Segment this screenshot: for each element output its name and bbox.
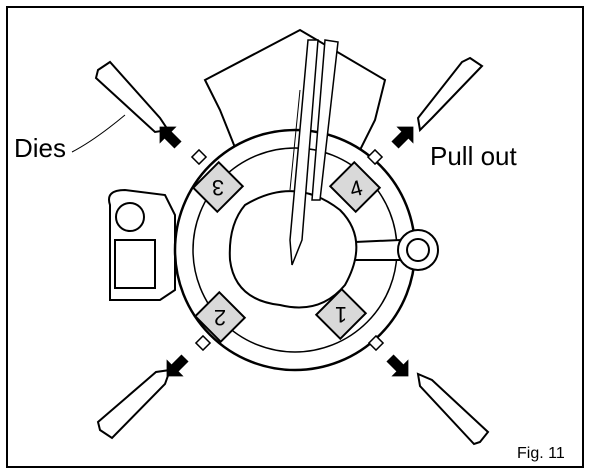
die-slot-3: 3 bbox=[191, 160, 245, 214]
die-piece-bottom-left bbox=[96, 368, 172, 440]
right-knob-arm bbox=[354, 238, 401, 261]
die-number-3: 3 bbox=[212, 175, 224, 200]
notch-top-left bbox=[190, 148, 208, 166]
dies-leader-line bbox=[71, 114, 126, 153]
notch-top-right bbox=[366, 148, 384, 166]
figure-number: Fig. 11 bbox=[517, 445, 565, 462]
blade-right bbox=[311, 39, 339, 201]
pull-out-label: Pull out bbox=[430, 141, 517, 171]
die-piece-top-left bbox=[94, 60, 170, 134]
die-slot-2: 2 bbox=[193, 290, 247, 344]
arrow-pull-bottom-right bbox=[386, 354, 409, 377]
dies-label: Dies bbox=[14, 133, 66, 163]
notch-bottom-right bbox=[367, 334, 385, 352]
left-lug-hole bbox=[115, 202, 145, 232]
die-number-1: 1 bbox=[335, 302, 347, 327]
die-slot-4: 4 bbox=[328, 160, 382, 214]
die-piece-bottom-right bbox=[416, 372, 490, 446]
arrow-pull-top-right bbox=[391, 126, 414, 149]
blade-edge-line bbox=[289, 89, 301, 191]
die-number-2: 2 bbox=[214, 305, 226, 330]
arrow-pull-top-left bbox=[159, 126, 182, 149]
notch-bottom-left bbox=[194, 334, 212, 352]
upper-head-body bbox=[203, 28, 387, 161]
arrow-pull-bottom-left bbox=[166, 354, 189, 377]
right-knob-hole bbox=[406, 238, 430, 262]
die-slot-1: 1 bbox=[314, 287, 368, 341]
blade-left bbox=[289, 39, 319, 266]
left-lug-slot bbox=[114, 239, 156, 289]
die-piece-top-right bbox=[416, 56, 484, 133]
